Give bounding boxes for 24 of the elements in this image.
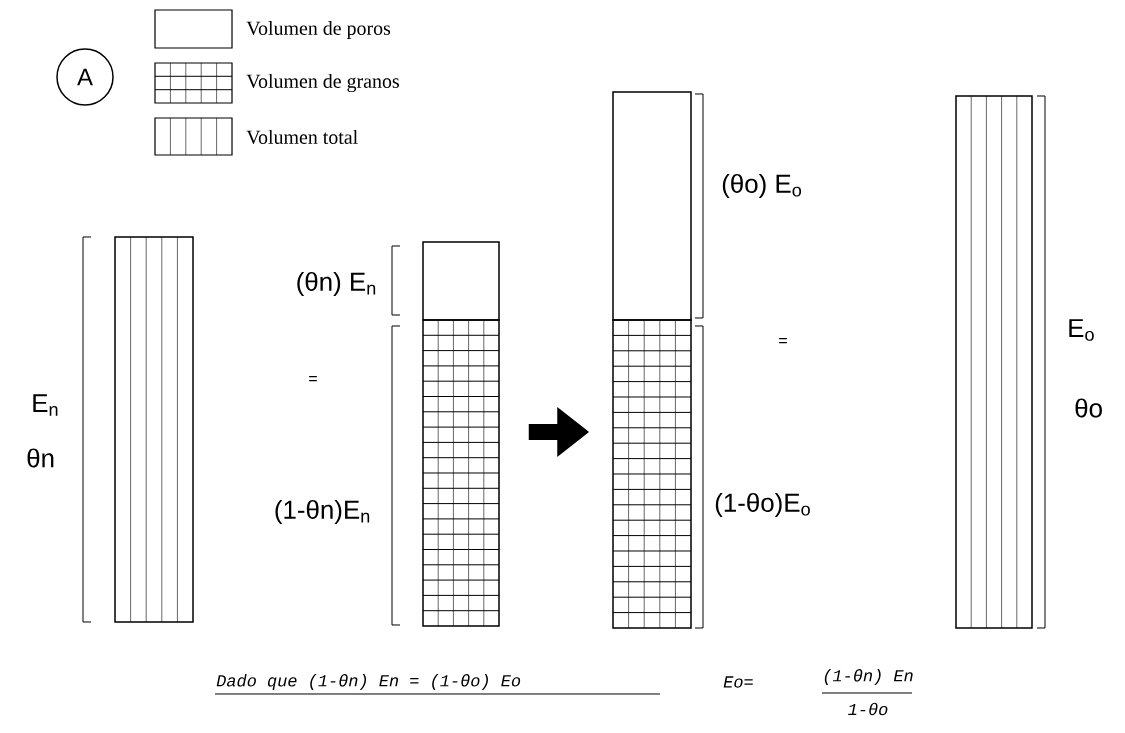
- circled-letter: A: [56, 48, 114, 106]
- grain-volume-box: [422, 319, 500, 627]
- total-volume-column: [955, 95, 1033, 629]
- variable-label: (1-θo)E$_{o}$: [715, 492, 810, 518]
- equation-text: (1-θn) En: [824, 669, 913, 685]
- variable-label: θn: [27, 448, 54, 468]
- variable-label: (θo) E$_{o}$: [722, 173, 802, 199]
- legend-entry: Volumen de granos: [154, 62, 399, 104]
- grain-volume-box: [612, 319, 692, 629]
- equals-sign: =: [779, 338, 787, 344]
- variable-label: E$_{o}$: [1069, 319, 1094, 341]
- equation-text: Dado que (1-θn) En = (1-θo) Eo: [216, 674, 521, 690]
- legend-entry: Volumen de poros: [154, 9, 391, 49]
- equals-sign: =: [309, 376, 317, 382]
- variable-label: (1-θn)E$_{n}$: [275, 499, 370, 525]
- pore-volume-box: [612, 91, 692, 321]
- variable-label: E$_{n}$: [33, 394, 58, 416]
- variable-label: θo: [1075, 398, 1102, 418]
- variable-label: (θn) E$_{n}$: [297, 271, 376, 297]
- equation-text: Eo=: [723, 676, 753, 688]
- pore-volume-box: [422, 241, 500, 321]
- equation-text: 1-θo: [848, 702, 888, 716]
- total-volume-column: [114, 236, 194, 623]
- legend-entry: Volumen total: [154, 117, 358, 156]
